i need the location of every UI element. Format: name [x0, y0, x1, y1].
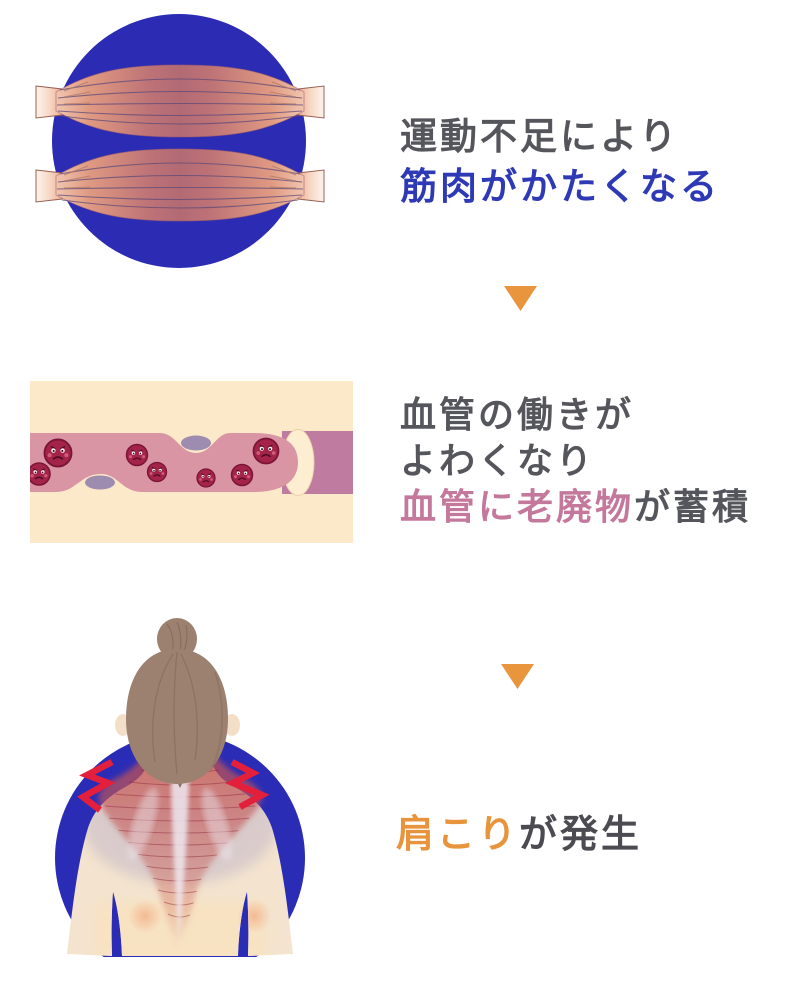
- step2-line2-text: よわくなり: [400, 441, 596, 482]
- step1-line1-text: 運動不足により: [400, 115, 680, 158]
- blood-cell: [146, 461, 168, 483]
- hair-head: [126, 649, 228, 784]
- plaque-deposit-top: [181, 435, 211, 451]
- blood-vessel-illustration: [30, 381, 353, 543]
- blood-cell: [43, 438, 73, 468]
- right-ear: [224, 714, 240, 736]
- step2-caption: 血管の働きが よわくなり 血管に老廃物が蓄積: [400, 393, 751, 531]
- blood-cell: [30, 462, 51, 486]
- step2-line3: 血管に老廃物が蓄積: [400, 485, 751, 531]
- step2-line3-highlight: 血管に老廃物: [400, 487, 635, 528]
- step2-line1: 血管の働きが: [400, 393, 751, 439]
- stiff-muscle-illustration: [30, 5, 330, 275]
- blood-cell: [230, 463, 254, 487]
- step1-line1: 運動不足により: [400, 112, 720, 162]
- step2-line1-text: 血管の働きが: [400, 395, 635, 436]
- down-triangle-2: [501, 664, 534, 689]
- pain-zigzag-right: [225, 759, 270, 810]
- down-arrow-icon-1: [504, 286, 538, 316]
- blood-vessel-svg: [30, 381, 353, 543]
- plaque-deposit-bottom: [85, 475, 115, 490]
- step1-line2-highlight: 筋肉がかたくなる: [400, 165, 720, 208]
- step1-caption: 運動不足により 筋肉がかたくなる: [400, 112, 720, 212]
- step3-text: が発生: [519, 812, 643, 856]
- left-elbow-blush: [128, 899, 162, 933]
- hair: [126, 618, 228, 788]
- shoulder-pain-illustration: [55, 612, 315, 957]
- blood-cell: [125, 443, 149, 467]
- blue-circle-background: [52, 14, 306, 268]
- step2-line2: よわくなり: [400, 439, 751, 485]
- step3-highlight: 肩こり: [396, 812, 520, 856]
- step2-line3-text: が蓄積: [634, 487, 752, 528]
- down-arrow-icon-2: [501, 664, 535, 694]
- blood-cell: [196, 468, 216, 488]
- blood-cell: [252, 437, 280, 465]
- stiff-muscle-svg: [35, 14, 325, 268]
- step3-line: 肩こりが発生: [396, 808, 642, 860]
- pain-zigzag-left: [77, 759, 116, 813]
- shoulder-pain-svg: [55, 618, 305, 957]
- down-triangle-1: [504, 286, 537, 311]
- step3-caption: 肩こりが発生: [396, 808, 642, 860]
- step1-line2: 筋肉がかたくなる: [400, 162, 720, 212]
